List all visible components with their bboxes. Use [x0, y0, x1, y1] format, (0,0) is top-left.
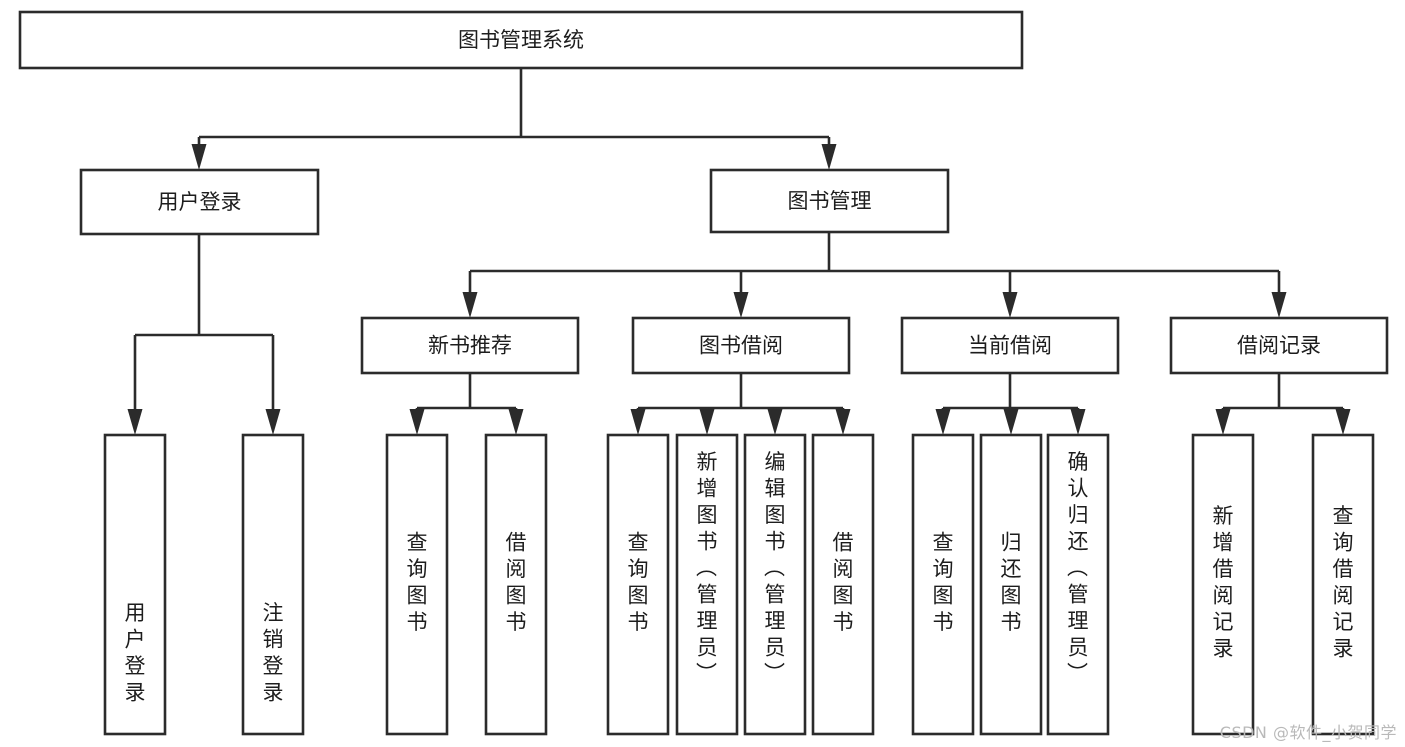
- node-leaf-confirm-return-admin[interactable]: 确认归还（管理员）: [1046, 433, 1110, 736]
- node-label-new-book-recommend: 新书推荐: [428, 334, 512, 358]
- node-box-leaf-query-book-current[interactable]: [911, 433, 975, 736]
- node-book-management[interactable]: 图书管理: [709, 168, 950, 234]
- node-box-current-borrow[interactable]: [900, 316, 1120, 375]
- node-label-root: 图书管理系统: [458, 28, 584, 52]
- node-label-book-borrow: 图书借阅: [699, 334, 783, 358]
- connector-user-login-to-leaves: [127, 234, 281, 435]
- node-box-leaf-query-book-borrow[interactable]: [606, 433, 670, 736]
- arrow-head-icon: [127, 409, 143, 435]
- node-box-leaf-query-borrow-record[interactable]: [1311, 433, 1375, 736]
- arrow-head-icon: [699, 409, 715, 435]
- node-label-leaf-borrow-book: 借阅图书: [833, 531, 854, 635]
- node-new-book-recommend[interactable]: 新书推荐: [360, 316, 580, 375]
- nodes-layer: 图书管理系统用户登录图书管理新书推荐图书借阅当前借阅借阅记录用户登录注销登录查询…: [18, 10, 1389, 736]
- connector-borrow-record-to-leaves: [1215, 373, 1351, 435]
- node-label-leaf-query-book-current: 查询图书: [933, 531, 954, 635]
- arrow-head-icon: [1070, 409, 1086, 435]
- node-leaf-borrow-book-recommend[interactable]: 借阅图书: [484, 433, 548, 736]
- node-leaf-query-borrow-record[interactable]: 查询借阅记录: [1311, 433, 1375, 736]
- node-box-leaf-confirm-return-admin[interactable]: [1046, 433, 1110, 736]
- node-leaf-borrow-book[interactable]: 借阅图书: [811, 433, 875, 736]
- arrow-head-icon: [821, 144, 837, 170]
- connector-root-to-level2: [191, 68, 837, 170]
- node-leaf-add-book-admin[interactable]: 新增图书（管理员）: [675, 433, 739, 736]
- node-box-leaf-user-login[interactable]: [103, 433, 167, 736]
- node-leaf-query-book-borrow[interactable]: 查询图书: [606, 433, 670, 736]
- node-box-leaf-borrow-book-recommend[interactable]: [484, 433, 548, 736]
- node-book-borrow[interactable]: 图书借阅: [631, 316, 851, 375]
- arrow-head-icon: [1271, 292, 1287, 318]
- connector-current-borrow-to-leaves: [935, 373, 1086, 435]
- node-label-book-management: 图书管理: [788, 189, 872, 213]
- node-box-leaf-logout[interactable]: [241, 433, 305, 736]
- node-leaf-edit-book-admin[interactable]: 编辑图书（管理员）: [743, 433, 807, 736]
- arrow-head-icon: [462, 292, 478, 318]
- node-leaf-query-book-current[interactable]: 查询图书: [911, 433, 975, 736]
- node-label-leaf-add-borrow-record: 新增借阅记录: [1213, 504, 1234, 661]
- arrow-head-icon: [265, 409, 281, 435]
- connector-book-management-to-level3: [462, 232, 1287, 318]
- node-label-leaf-query-borrow-record: 查询借阅记录: [1333, 504, 1354, 661]
- arrow-head-icon: [935, 409, 951, 435]
- node-label-user-login: 用户登录: [158, 190, 242, 214]
- node-borrow-record[interactable]: 借阅记录: [1169, 316, 1389, 375]
- node-box-leaf-borrow-book[interactable]: [811, 433, 875, 736]
- node-leaf-add-borrow-record[interactable]: 新增借阅记录: [1191, 433, 1255, 736]
- connector-new-book-recommend-to-leaves: [409, 373, 524, 435]
- arrow-head-icon: [1335, 409, 1351, 435]
- node-label-borrow-record: 借阅记录: [1237, 334, 1321, 358]
- node-box-borrow-record[interactable]: [1169, 316, 1389, 375]
- node-leaf-user-login[interactable]: 用户登录: [103, 433, 167, 736]
- node-box-book-management[interactable]: [709, 168, 950, 234]
- node-box-book-borrow[interactable]: [631, 316, 851, 375]
- connectors-layer: [127, 68, 1351, 435]
- arrow-head-icon: [767, 409, 783, 435]
- node-leaf-query-book-recommend[interactable]: 查询图书: [385, 433, 449, 736]
- node-label-leaf-user-login: 用户登录: [125, 601, 146, 705]
- node-label-leaf-edit-book-admin: 编辑图书（管理员）: [764, 450, 786, 686]
- arrow-head-icon: [1003, 409, 1019, 435]
- node-box-leaf-add-borrow-record[interactable]: [1191, 433, 1255, 736]
- node-label-leaf-return-book: 归还图书: [1001, 531, 1022, 635]
- node-box-leaf-add-book-admin[interactable]: [675, 433, 739, 736]
- arrow-head-icon: [1002, 292, 1018, 318]
- arrow-head-icon: [191, 144, 207, 170]
- node-label-leaf-confirm-return-admin: 确认归还（管理员）: [1067, 450, 1089, 686]
- arrow-head-icon: [835, 409, 851, 435]
- node-label-leaf-add-book-admin: 新增图书（管理员）: [696, 450, 718, 686]
- node-label-leaf-borrow-book-recommend: 借阅图书: [506, 531, 527, 635]
- node-leaf-logout[interactable]: 注销登录: [241, 433, 305, 736]
- connector-book-borrow-to-leaves: [630, 373, 851, 435]
- arrow-head-icon: [630, 409, 646, 435]
- node-label-current-borrow: 当前借阅: [968, 334, 1052, 358]
- node-box-leaf-edit-book-admin[interactable]: [743, 433, 807, 736]
- arrow-head-icon: [1215, 409, 1231, 435]
- node-label-leaf-logout: 注销登录: [263, 601, 284, 705]
- node-user-login[interactable]: 用户登录: [79, 168, 320, 236]
- arrow-head-icon: [733, 292, 749, 318]
- node-label-leaf-query-book-borrow: 查询图书: [628, 531, 649, 635]
- node-current-borrow[interactable]: 当前借阅: [900, 316, 1120, 375]
- node-box-root[interactable]: [18, 10, 1024, 70]
- node-root[interactable]: 图书管理系统: [18, 10, 1024, 70]
- node-box-new-book-recommend[interactable]: [360, 316, 580, 375]
- node-box-leaf-query-book-recommend[interactable]: [385, 433, 449, 736]
- node-leaf-return-book[interactable]: 归还图书: [979, 433, 1043, 736]
- node-box-user-login[interactable]: [79, 168, 320, 236]
- node-label-leaf-query-book-recommend: 查询图书: [407, 531, 428, 635]
- arrow-head-icon: [508, 409, 524, 435]
- node-box-leaf-return-book[interactable]: [979, 433, 1043, 736]
- arrow-head-icon: [409, 409, 425, 435]
